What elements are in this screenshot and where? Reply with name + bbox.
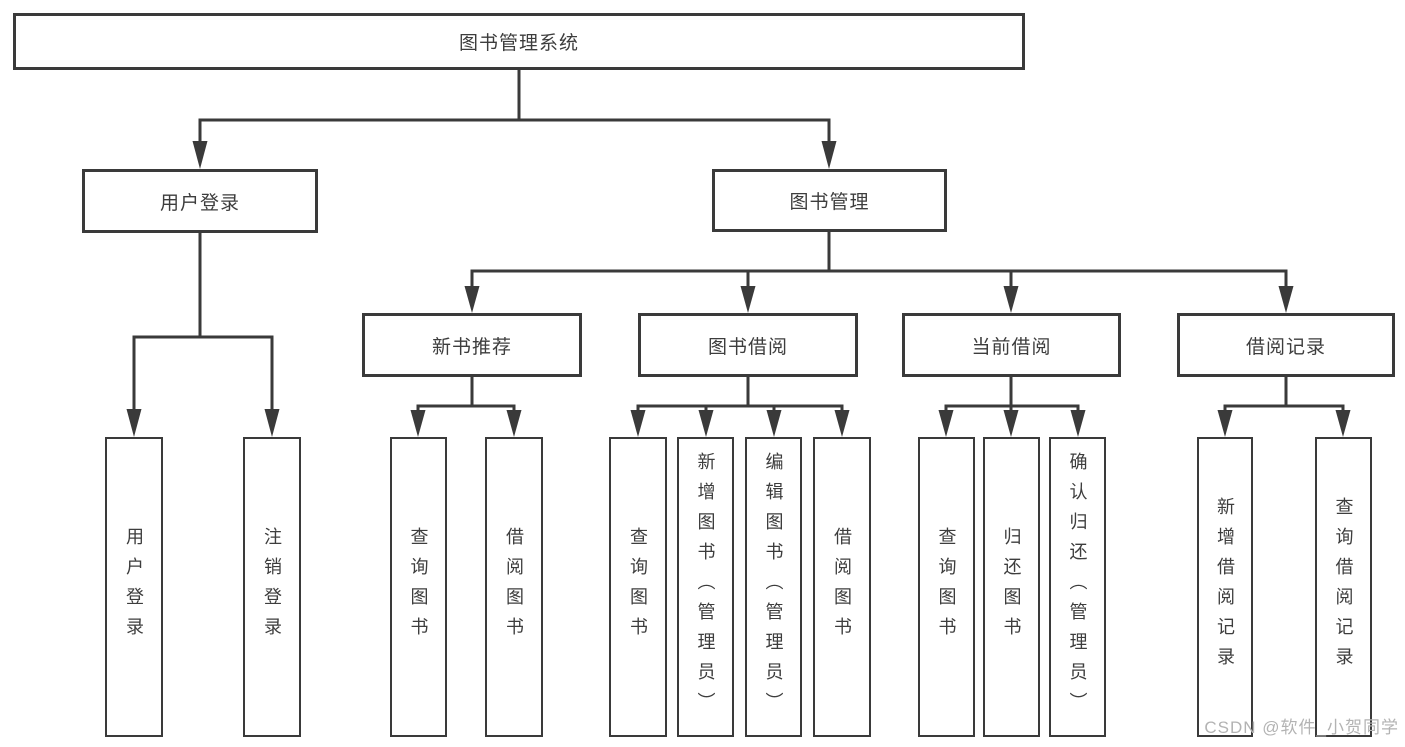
leaf-rec-query-book: 查询图书 — [390, 437, 447, 737]
leaf-bb-edit-book-label: 编辑图书（管理员） — [763, 452, 784, 722]
arrowhead — [1003, 410, 1019, 437]
connector-borrow-records — [1223, 375, 1345, 415]
node-new-book-recommend-label: 新书推荐 — [431, 336, 512, 358]
connector-current-borrow — [944, 375, 1080, 415]
node-book-management: 图书管理 — [712, 169, 947, 232]
leaf-bb-query-book: 查询图书 — [609, 437, 667, 737]
arrowhead — [506, 410, 522, 437]
leaf-br-add-record: 新增借阅记录 — [1197, 437, 1253, 737]
node-book-borrow: 图书借阅 — [638, 313, 858, 377]
node-root: 图书管理系统 — [13, 13, 1025, 70]
node-user-login-branch: 用户登录 — [82, 169, 318, 233]
arrowhead — [698, 410, 714, 437]
leaf-br-query-record-label: 查询借阅记录 — [1333, 497, 1354, 677]
leaf-bb-edit-book: 编辑图书（管理员） — [745, 437, 802, 737]
leaf-rec-borrow-book-label: 借阅图书 — [504, 527, 524, 647]
node-borrow-records: 借阅记录 — [1177, 313, 1395, 377]
arrowhead — [740, 286, 756, 313]
connector-book-borrow — [636, 375, 844, 415]
arrowhead — [1003, 286, 1019, 313]
leaf-bb-query-book-label: 查询图书 — [628, 527, 648, 647]
leaf-bb-add-book-label: 新增图书（管理员） — [695, 452, 716, 722]
node-book-borrow-label: 图书借阅 — [707, 336, 788, 358]
arrowhead — [821, 141, 837, 169]
node-current-borrow: 当前借阅 — [902, 313, 1121, 377]
leaf-cb-confirm-return: 确认归还（管理员） — [1049, 437, 1106, 737]
leaf-br-query-record: 查询借阅记录 — [1315, 437, 1372, 737]
connector-root — [198, 68, 831, 147]
arrowhead — [630, 410, 646, 437]
arrowhead — [464, 286, 480, 313]
arrowhead — [766, 410, 782, 437]
node-borrow-records-label: 借阅记录 — [1245, 336, 1326, 358]
arrowhead — [1335, 410, 1351, 437]
node-current-borrow-label: 当前借阅 — [971, 336, 1052, 358]
leaf-logout: 注销登录 — [243, 437, 301, 737]
arrowhead — [1217, 410, 1233, 437]
leaf-bb-add-book: 新增图书（管理员） — [677, 437, 734, 737]
node-new-book-recommend: 新书推荐 — [362, 313, 582, 377]
arrowhead — [1070, 410, 1086, 437]
leaf-logout-label: 注销登录 — [262, 527, 282, 647]
leaf-cb-return-book-label: 归还图书 — [1001, 527, 1022, 647]
arrowhead — [126, 409, 142, 437]
leaf-user-login-label: 用户登录 — [124, 527, 144, 647]
node-book-management-label: 图书管理 — [789, 192, 870, 213]
connector-new-book-recommend — [416, 375, 516, 415]
arrowhead — [834, 410, 850, 437]
node-user-login-branch-label: 用户登录 — [159, 192, 240, 214]
leaf-cb-return-book: 归还图书 — [983, 437, 1040, 737]
arrowhead — [264, 409, 280, 437]
leaf-user-login: 用户登录 — [105, 437, 163, 737]
leaf-bb-borrow-book: 借阅图书 — [813, 437, 871, 737]
leaf-cb-query-book: 查询图书 — [918, 437, 975, 737]
leaf-br-add-record-label: 新增借阅记录 — [1215, 497, 1235, 677]
connector-book-management — [470, 230, 1288, 291]
csdn-watermark: CSDN @软件_小贺同学 — [1204, 718, 1399, 737]
arrowhead — [1278, 286, 1294, 313]
leaf-rec-query-book-label: 查询图书 — [408, 527, 429, 647]
arrowhead — [192, 141, 208, 169]
leaf-cb-confirm-return-label: 确认归还（管理员） — [1067, 452, 1088, 722]
leaf-rec-borrow-book: 借阅图书 — [485, 437, 543, 737]
leaf-bb-borrow-book-label: 借阅图书 — [832, 527, 852, 647]
arrowhead — [410, 410, 426, 437]
arrowhead — [938, 410, 954, 437]
leaf-cb-query-book-label: 查询图书 — [936, 527, 957, 647]
node-root-label: 图书管理系统 — [458, 33, 579, 54]
connector-user-login — [132, 231, 274, 414]
